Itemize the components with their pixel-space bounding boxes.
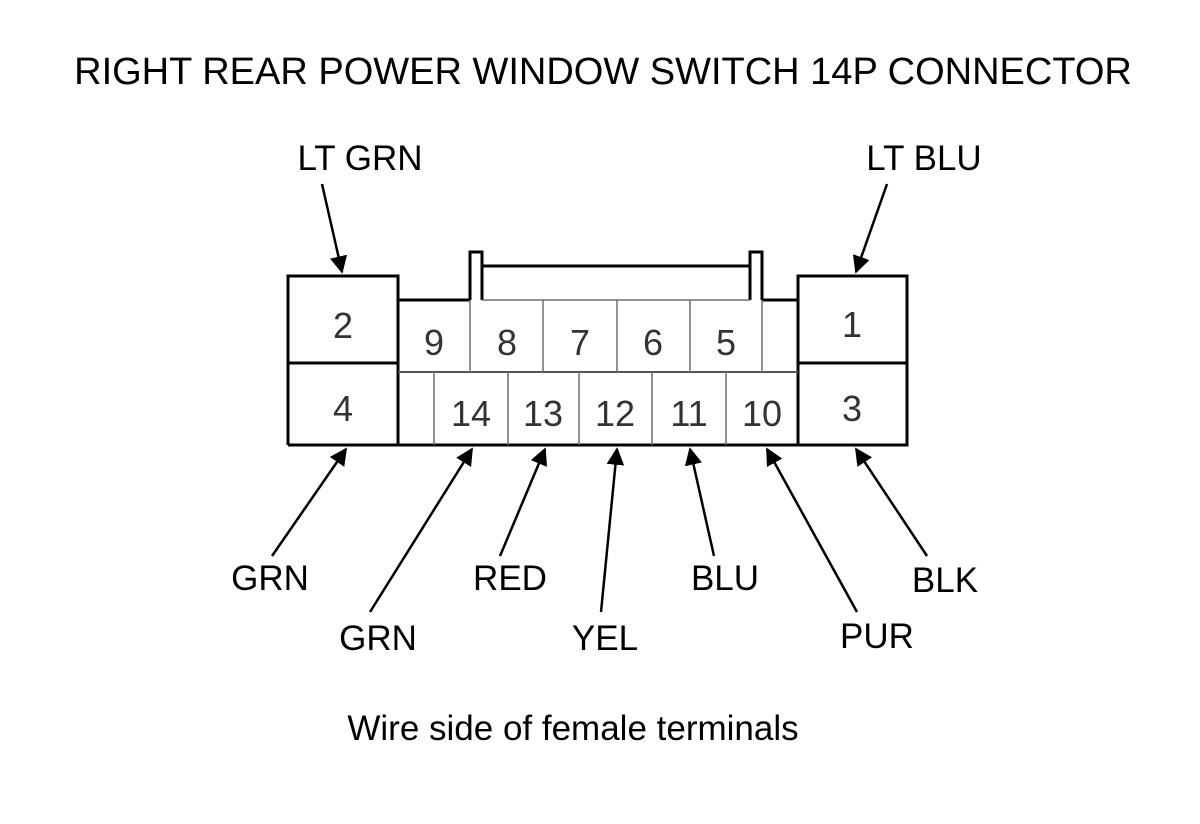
pin-14-number: 14	[451, 393, 491, 434]
pin-11-number: 11	[670, 393, 707, 434]
wire-label-pin13: RED	[473, 559, 547, 598]
wire-label-pin10: PUR	[840, 617, 914, 656]
wire-label-pin12: YEL	[572, 619, 638, 658]
arrow-pin4	[270, 447, 348, 557]
arrow-pin12	[599, 447, 625, 613]
wire-label-pin3: BLK	[912, 561, 978, 600]
diagram-caption: Wire side of female terminals	[347, 709, 798, 748]
diagram-title: RIGHT REAR POWER WINDOW SWITCH 14P CONNE…	[74, 51, 1132, 93]
pin-10-number: 10	[742, 393, 782, 434]
pin-1-number: 1	[842, 304, 862, 345]
wire-label-pin14: GRN	[339, 619, 417, 658]
pin-8-number: 8	[497, 322, 517, 363]
arrow-pin13	[498, 447, 547, 557]
arrow-pin2	[320, 183, 348, 274]
arrow-pin14	[368, 447, 474, 613]
pin-9-number: 9	[424, 322, 444, 363]
wire-label-pin1: LT BLU	[866, 139, 981, 178]
pin-5-number: 5	[716, 322, 736, 363]
pin-2-number: 2	[333, 305, 353, 346]
pin-3-number: 3	[842, 388, 862, 429]
wire-label-pin4: GRN	[231, 559, 309, 598]
arrow-pin10	[765, 447, 859, 613]
pin-7-number: 7	[570, 322, 590, 363]
pin-4-number: 4	[333, 388, 353, 429]
arrow-pin3	[854, 447, 929, 557]
pin-12-number: 12	[595, 393, 635, 434]
arrow-pin1	[852, 183, 889, 274]
connector-body	[286, 250, 909, 447]
wire-label-pin11: BLU	[691, 559, 759, 598]
pin-13-number: 13	[523, 393, 563, 434]
wire-label-pin2: LT GRN	[297, 139, 422, 178]
arrow-pin11	[684, 447, 716, 557]
pin-6-number: 6	[643, 322, 663, 363]
